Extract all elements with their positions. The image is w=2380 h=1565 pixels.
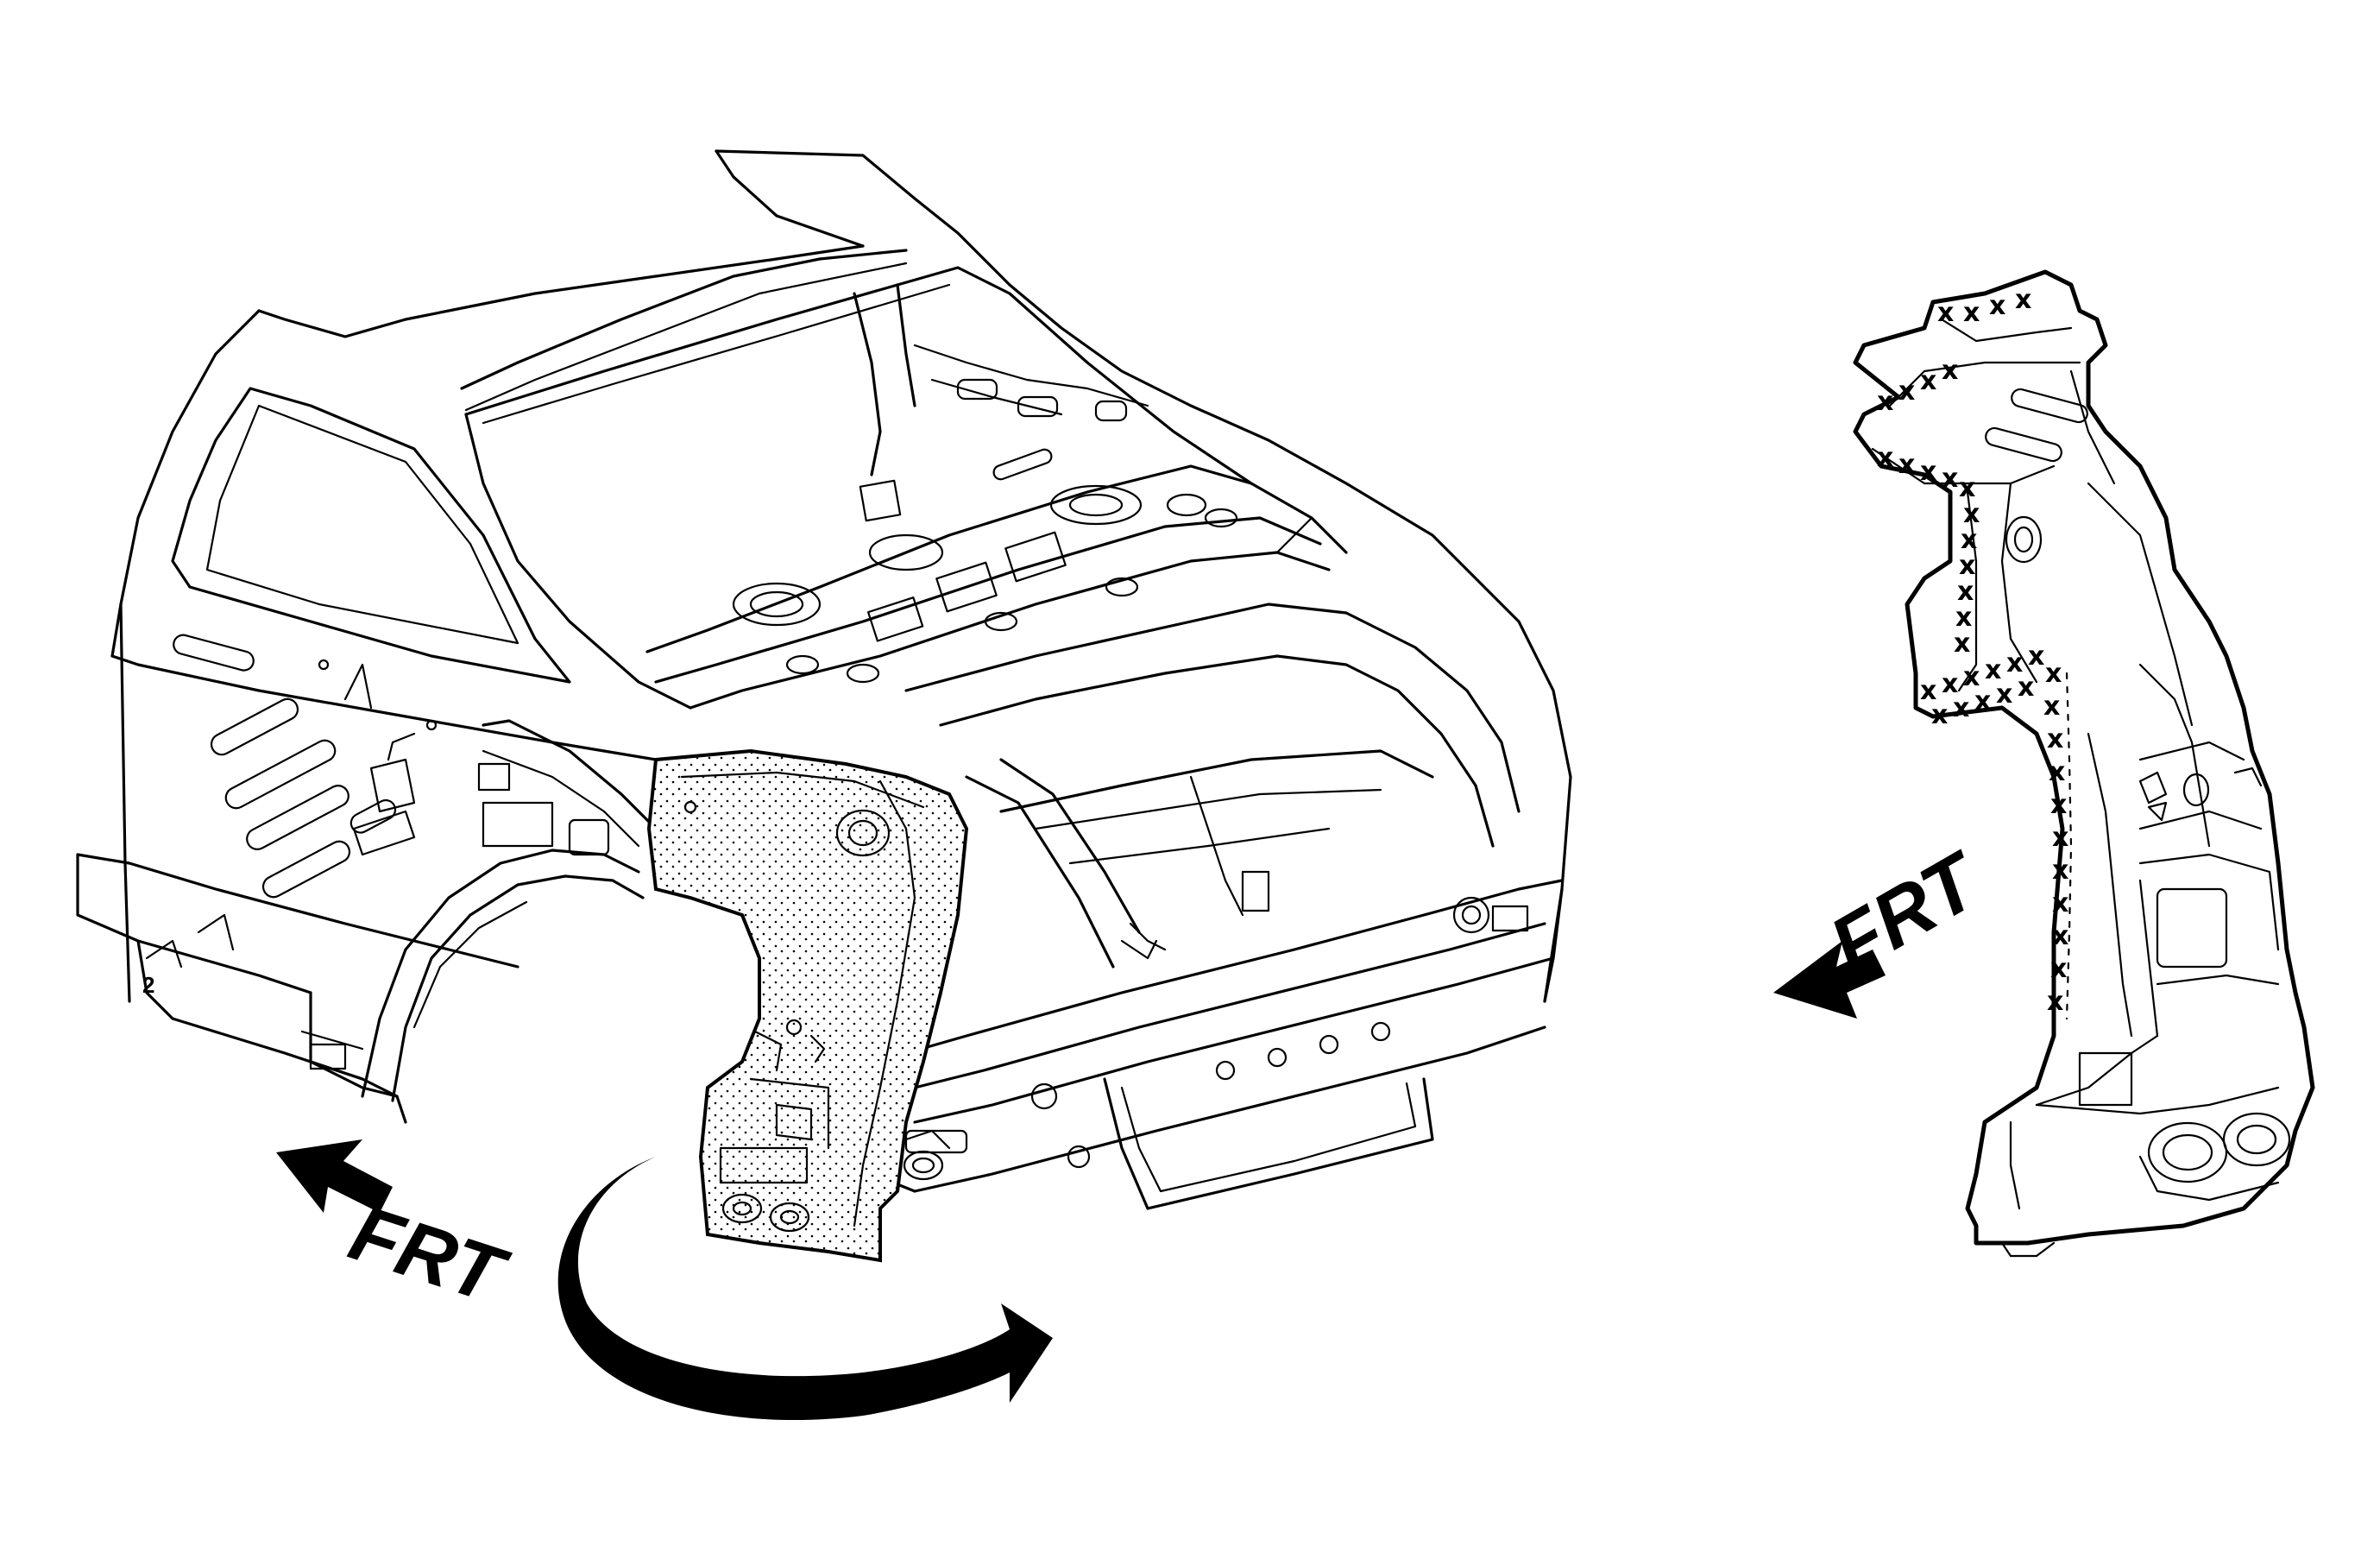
svg-text:x: x: [2052, 921, 2068, 951]
svg-text:x: x: [2052, 888, 2068, 918]
svg-text:x: x: [1959, 473, 1975, 503]
svg-text:x: x: [1963, 298, 1980, 328]
svg-text:x: x: [1955, 603, 1972, 633]
svg-text:x: x: [2028, 641, 2044, 672]
svg-text:x: x: [1953, 693, 1969, 723]
svg-text:x: x: [1877, 443, 1893, 473]
frt-label-left: FRT: [340, 1189, 518, 1322]
package-tray-holes: [732, 484, 1238, 684]
svg-text:x: x: [2052, 855, 2068, 886]
svg-text:x: x: [1954, 628, 1970, 659]
svg-text:x: x: [1959, 551, 1975, 581]
svg-text:x: x: [2018, 672, 2034, 703]
svg-text:x: x: [1963, 499, 1980, 529]
svg-text:x: x: [1920, 366, 1936, 396]
direction-arrow-left: FRT: [276, 1139, 518, 1322]
svg-text:x: x: [2047, 724, 2063, 754]
weld-x-mark-icon-group: x x x x x x x x x x x x x x x x x x x x …: [1877, 285, 2073, 1020]
svg-text:x: x: [1877, 387, 1893, 417]
svg-text:x: x: [2006, 648, 2023, 678]
svg-text:x: x: [1996, 679, 2012, 710]
svg-text:x: x: [1920, 457, 1936, 487]
svg-text:x: x: [1942, 669, 1958, 699]
svg-text:x: x: [2050, 954, 2067, 984]
svg-text:x: x: [1989, 291, 2005, 321]
direction-arrow-icon: [1773, 941, 1886, 1019]
svg-text:x: x: [1898, 376, 1915, 407]
highlighted-quarter-inner-panel[interactable]: [646, 748, 969, 1263]
panel-index-label: 2: [142, 972, 154, 998]
svg-text:x: x: [2045, 659, 2062, 689]
side-panel-slots: [173, 634, 397, 899]
svg-text:x: x: [1985, 655, 2001, 685]
detached-quarter-inner-panel: [1853, 269, 2315, 1258]
svg-text:x: x: [1942, 356, 1958, 386]
svg-text:x: x: [1963, 662, 1980, 692]
vehicle-rear-body-structure: 2: [76, 149, 1572, 1210]
svg-text:x: x: [2047, 987, 2063, 1017]
svg-text:x: x: [2043, 691, 2060, 722]
svg-text:x: x: [1931, 700, 1948, 730]
svg-text:x: x: [1961, 525, 1977, 555]
svg-text:x: x: [1898, 450, 1915, 480]
svg-text:x: x: [2015, 285, 2031, 315]
svg-text:x: x: [2049, 757, 2065, 787]
svg-text:x: x: [2052, 823, 2068, 853]
svg-text:x: x: [2050, 790, 2067, 820]
svg-text:x: x: [1957, 577, 1974, 607]
svg-text:x: x: [1920, 676, 1936, 706]
svg-text:x: x: [1974, 686, 1991, 716]
direction-arrow-icon: [276, 1139, 393, 1213]
svg-text:x: x: [1937, 298, 1954, 328]
direction-arrow-right: FRT: [1773, 835, 1997, 1019]
svg-text:x: x: [1942, 464, 1958, 494]
